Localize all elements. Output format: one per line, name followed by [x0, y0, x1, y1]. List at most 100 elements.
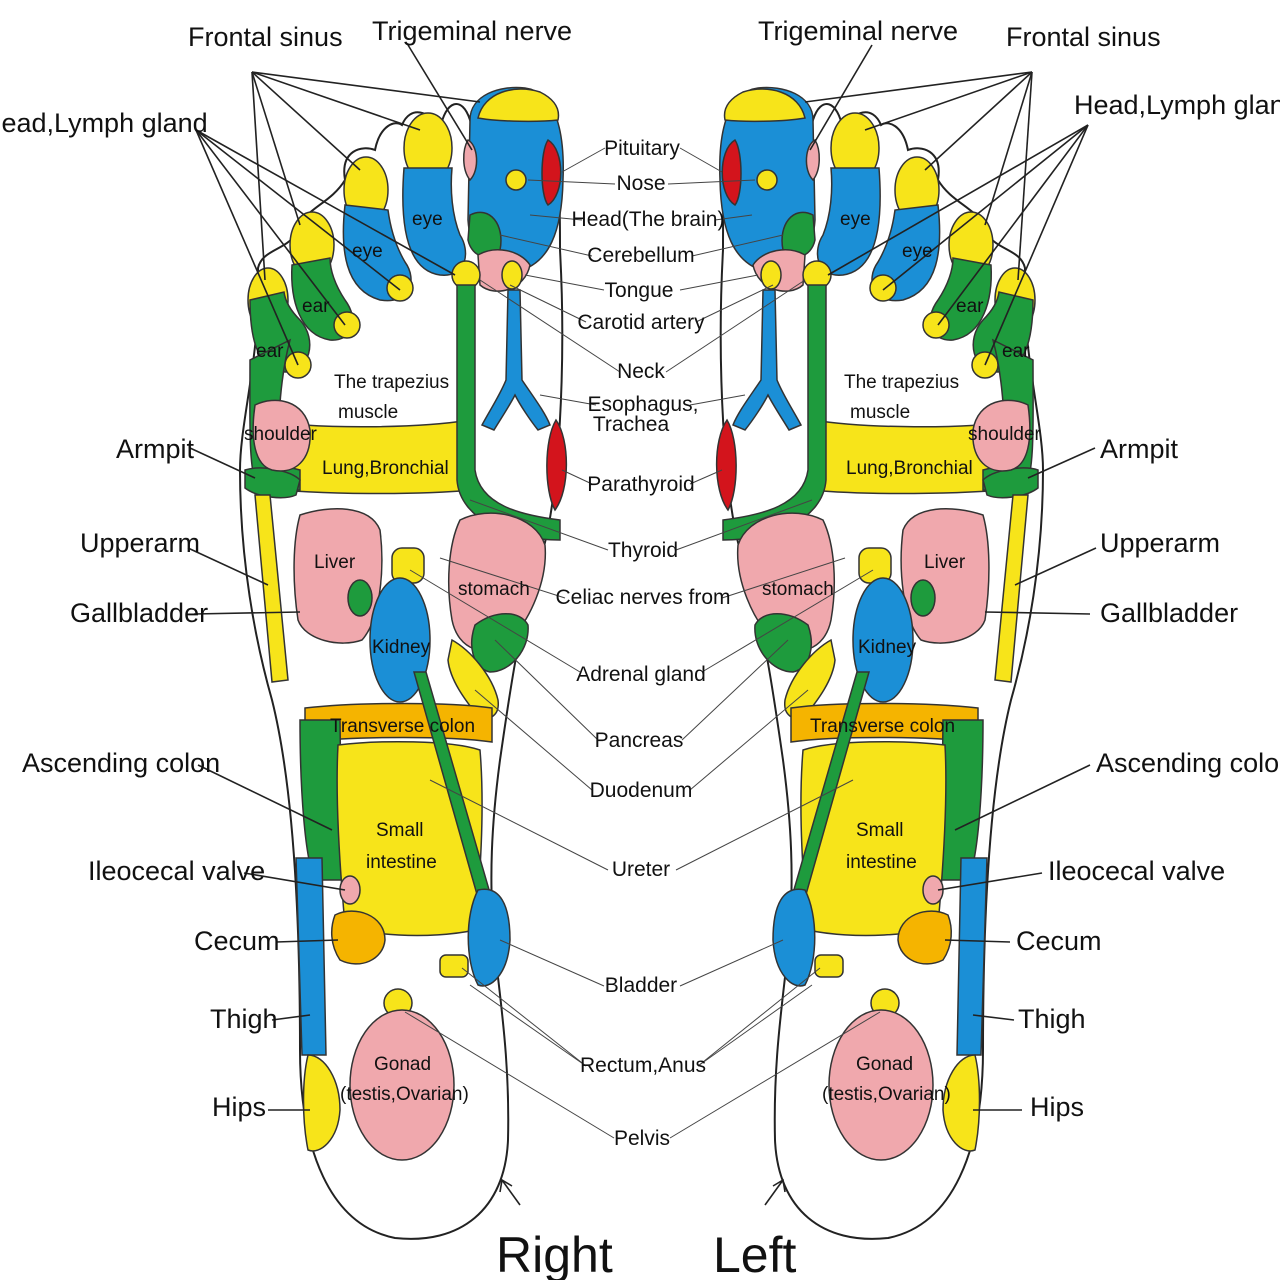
right-pituitary-red — [541, 138, 562, 206]
label-eye-l2: eye — [902, 241, 933, 262]
label-ileocecal-r: Ileocecal valve — [88, 856, 265, 886]
left-foot — [715, 86, 1045, 1240]
label-kidney-r: Kidney — [372, 637, 431, 658]
left-gallbladder — [910, 579, 936, 617]
label-gonad-r1: Gonad — [374, 1054, 431, 1075]
label-ear-l2: ear — [1002, 341, 1030, 362]
label-lung-r: Lung,Bronchial — [322, 458, 449, 479]
label-celiac: Celiac nerves from — [555, 586, 730, 609]
left-shoulder — [972, 399, 1031, 472]
right-esophagus — [480, 289, 551, 431]
label-nose: Nose — [616, 172, 665, 195]
label-adrenal: Adrenal gland — [576, 663, 706, 686]
label-tongue: Tongue — [605, 279, 674, 302]
label-transverse-l: Transverse colon — [810, 716, 955, 737]
label-rectum: Rectum,Anus — [580, 1054, 706, 1077]
label-gallbladder-r: Gallbladder — [70, 598, 208, 628]
label-ear-r2: ear — [256, 341, 284, 362]
label-cerebellum: Cerebellum — [587, 244, 694, 267]
right-armpit-green — [244, 467, 301, 499]
label-pituitary: Pituitary — [604, 137, 680, 160]
right-rectum — [439, 954, 469, 978]
right-spine-band — [456, 284, 561, 541]
label-trigeminal-l: Trigeminal nerve — [758, 16, 958, 46]
label-ascending-l: Ascending colon — [1096, 748, 1280, 778]
side-labels-right: Frontal sinus Trigeminal nerve Head,Lymp… — [758, 16, 1280, 1122]
label-carotid: Carotid artery — [577, 311, 705, 334]
label-trapezius-r1: The trapezius — [334, 372, 449, 393]
left-thigh — [956, 857, 988, 1056]
label-liver-r: Liver — [314, 552, 356, 573]
label-ascending-r: Ascending colon — [22, 748, 220, 778]
right-upperarm — [254, 494, 289, 683]
label-kidney-l: Kidney — [858, 637, 917, 658]
left-parathyroid — [715, 418, 737, 512]
left-transverse-colon — [790, 702, 979, 743]
label-ileocecal-l: Ileocecal valve — [1048, 856, 1225, 886]
label-ear-l1: ear — [956, 296, 984, 317]
label-neck: Neck — [617, 360, 665, 383]
label-shoulder-r: shoulder — [244, 424, 318, 445]
label-gallbladder-l: Gallbladder — [1100, 598, 1238, 628]
leader-lines — [187, 44, 1097, 1206]
right-ileocecal — [339, 875, 361, 905]
left-upperarm — [994, 494, 1029, 683]
label-gonad-l2: (testis,Ovarian) — [822, 1084, 951, 1105]
left-nose-dot — [756, 169, 778, 191]
label-small-r2: intestine — [366, 852, 437, 873]
label-transverse-r: Transverse colon — [330, 716, 475, 737]
side-labels-left: Frontal sinus Trigeminal nerve Head,Lymp… — [0, 16, 572, 1122]
label-lung-l: Lung,Bronchial — [846, 458, 973, 479]
label-stomach-l: stomach — [762, 579, 834, 600]
left-liver — [900, 508, 990, 644]
center-labels: Pituitary Nose Head(The brain) Cerebellu… — [555, 137, 730, 1150]
label-small-l1: Small — [856, 820, 904, 841]
label-head-lymph-r: Head,Lymph gland — [0, 108, 208, 138]
label-trapezius-l2: muscle — [850, 402, 910, 423]
label-thigh-l: Thigh — [1018, 1004, 1086, 1034]
label-trigeminal-r: Trigeminal nerve — [372, 16, 572, 46]
label-hips-l: Hips — [1030, 1092, 1084, 1122]
label-trapezius-l1: The trapezius — [844, 372, 959, 393]
right-bigtoe-pink — [463, 139, 478, 182]
label-thyroid: Thyroid — [608, 539, 678, 562]
label-thigh-r: Thigh — [210, 1004, 278, 1034]
left-bladder — [772, 888, 816, 987]
label-frontal-sinus-r: Frontal sinus — [188, 22, 343, 52]
organ-labels: eye eye ear ear The trapezius muscle sho… — [244, 209, 1042, 1105]
right-parathyroid — [546, 418, 568, 512]
right-pancreas — [471, 613, 529, 673]
label-liver-l: Liver — [924, 552, 966, 573]
right-kidney — [369, 577, 431, 703]
label-armpit-r: Armpit — [116, 434, 195, 464]
label-shoulder-l: shoulder — [968, 424, 1042, 445]
label-cecum-l: Cecum — [1016, 926, 1102, 956]
right-shoulder — [252, 399, 311, 472]
label-gonad-r2: (testis,Ovarian) — [340, 1084, 469, 1105]
right-hips — [302, 1054, 341, 1152]
left-kidney — [852, 577, 914, 703]
left-ileocecal — [922, 875, 944, 905]
label-upperarm-r: Upperarm — [80, 528, 200, 558]
label-pelvis: Pelvis — [614, 1127, 670, 1150]
left-bigtoe-top — [723, 88, 806, 123]
label-eye-r1: eye — [412, 209, 443, 230]
left-armpit-green — [982, 467, 1039, 499]
label-bladder: Bladder — [605, 974, 677, 997]
left-hips — [942, 1054, 981, 1152]
label-eye-l1: eye — [840, 209, 871, 230]
label-stomach-r: stomach — [458, 579, 530, 600]
label-eye-r2: eye — [352, 241, 383, 262]
left-spine-band — [722, 284, 827, 541]
label-esophagus-2: Trachea — [593, 413, 670, 436]
label-pancreas: Pancreas — [595, 729, 684, 752]
right-cecum — [330, 910, 386, 965]
label-small-l2: intestine — [846, 852, 917, 873]
right-tongue-dot — [501, 260, 523, 290]
label-small-r1: Small — [376, 820, 424, 841]
right-bigtoe-top — [477, 88, 560, 123]
label-esophagus-1: Esophagus, — [588, 393, 699, 416]
label-parathyroid: Parathyroid — [587, 473, 694, 496]
right-liver — [293, 508, 383, 644]
left-rectum — [814, 954, 844, 978]
